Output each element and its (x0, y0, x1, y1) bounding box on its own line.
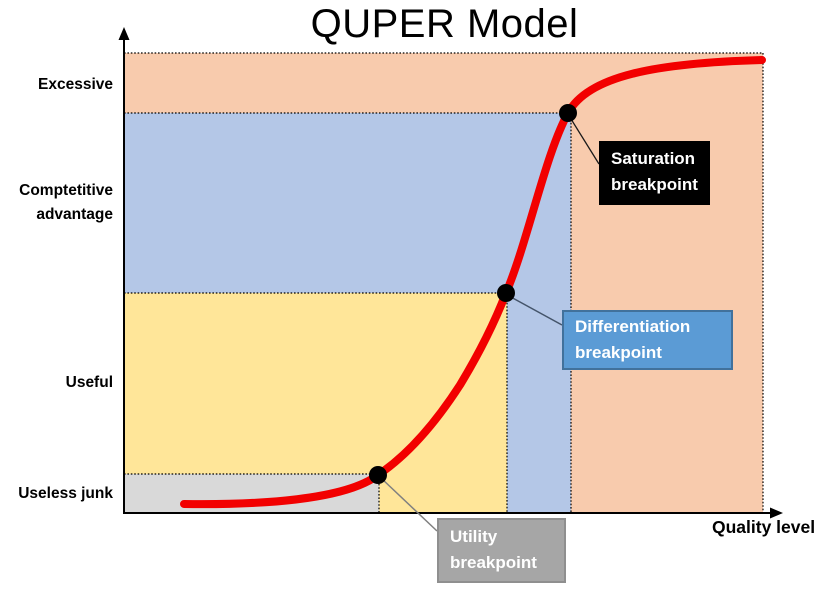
x-axis-label: Quality level (712, 517, 816, 537)
region-useless-junk (124, 474, 379, 513)
differentiation-breakpoint-label: Differentiation breakpoint (562, 310, 733, 370)
region-useful (124, 293, 507, 474)
y-axis-label-competitive-advantage: Comptetitive advantage (19, 181, 113, 223)
region-excessive-band (124, 53, 763, 113)
utility-breakpoint-label: Utility breakpoint (437, 518, 566, 583)
y-axis-label-excessive: Excessive (38, 75, 113, 93)
y-axis-label-useful: Useful (65, 373, 113, 391)
y-axis-label-useless-junk: Useless junk (18, 484, 113, 502)
region-competitive-advantage (124, 113, 571, 293)
page-title: QUPER Model (310, 2, 579, 46)
saturation-breakpoint-label: Saturation breakpoint (599, 141, 710, 205)
region-useful-lower-column (379, 474, 507, 513)
